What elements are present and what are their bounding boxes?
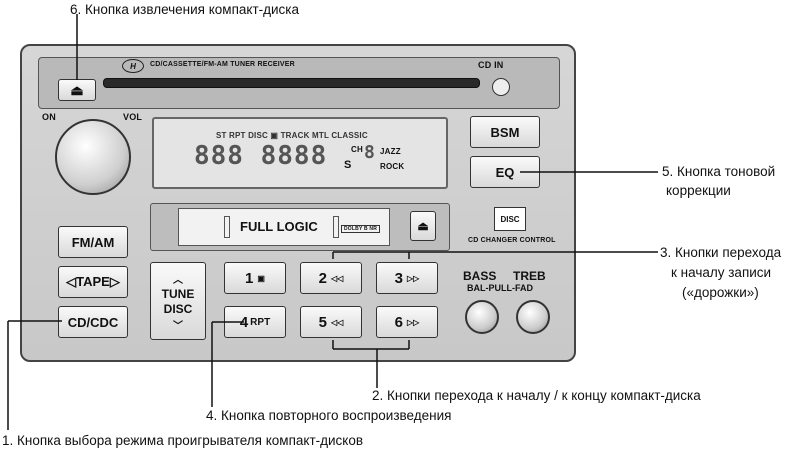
tape-eject-button[interactable]: ⏏ — [410, 211, 436, 241]
dolby-label: DOLBY B NR — [341, 225, 381, 233]
cassette-door — [178, 208, 390, 246]
display-rock: ROCK — [380, 162, 405, 171]
cd-slot[interactable] — [103, 78, 480, 88]
display-jazz: JAZZ — [380, 147, 401, 156]
preset-3-label: 3 — [394, 269, 404, 287]
tune-disc-button[interactable]: ︿ TUNE DISC ﹀ — [150, 262, 206, 340]
disc-label: DISC — [163, 301, 193, 316]
track-forward-icon: ▷▷ — [407, 273, 420, 283]
bass-bal-knob[interactable] — [465, 300, 499, 334]
callout-track-line1: 3. Кнопки перехода — [660, 245, 782, 260]
disc-logo: DISC — [494, 207, 526, 231]
bal-fad-label: BAL-PULL-FAD — [467, 283, 533, 293]
display-ch: CH — [351, 145, 363, 154]
treb-label: TREB — [513, 269, 546, 283]
preset-6-label: 6 — [394, 313, 404, 331]
rewind-icon: ◁◁ — [331, 317, 344, 327]
cd-indicator-icon — [492, 78, 510, 96]
full-logic-label: FULL LOGIC — [240, 219, 318, 234]
tape-led-left — [224, 216, 230, 238]
cd-eject-button[interactable]: ⏏ — [58, 79, 96, 101]
callout-disc-skip: 2. Кнопки перехода к началу / к концу ко… — [372, 388, 701, 403]
model-label: CD/CASSETTE/FM-AM TUNER RECEIVER — [150, 61, 295, 68]
on-label: ON — [42, 112, 56, 122]
preset-3-button[interactable]: 3 ▷▷ — [376, 262, 438, 294]
chevron-up-icon: ︿ — [173, 274, 183, 286]
preset-2-label: 2 — [318, 269, 328, 287]
track-back-icon: ◁◁ — [331, 273, 344, 283]
tune-label: TUNE — [161, 286, 195, 301]
fast-forward-icon: ▷▷ — [407, 317, 420, 327]
volume-knob[interactable] — [55, 119, 131, 195]
preset-1-button[interactable]: 1 ▣ — [224, 262, 286, 294]
treb-fad-knob[interactable] — [516, 300, 550, 334]
cd-in-label: CD IN — [478, 60, 504, 70]
callout-eject: 6. Кнопка извлечения компакт-диска — [70, 2, 300, 17]
lcd-display — [152, 117, 448, 189]
callout-repeat: 4. Кнопка повторного воспроизведения — [206, 408, 452, 423]
preset-1-label: 1 — [245, 269, 254, 287]
cd-changer-label: CD CHANGER CONTROL — [468, 237, 556, 244]
preset-5-label: 5 — [318, 313, 328, 331]
tape-button[interactable]: ◁TAPE▷ — [58, 266, 128, 298]
callout-eq-line1: 5. Кнопка тоновой — [662, 164, 776, 179]
pause-icon: ▣ — [257, 273, 265, 283]
display-ch-digit: 8 — [364, 142, 376, 163]
brand-logo: H — [122, 59, 144, 73]
callout-eq-line2: коррекции — [666, 183, 731, 198]
fm-am-button[interactable]: FM/AM — [58, 226, 128, 258]
preset-2-button[interactable]: 2 ◁◁ — [300, 262, 362, 294]
callout-cd-mode: 1. Кнопка выбора режима проигрывателя ко… — [2, 433, 364, 448]
display-segments: 888 8888 — [194, 141, 328, 171]
callout-track-line2: к началу записи — [671, 265, 772, 280]
callout-track-line3: («дорожки») — [682, 285, 759, 300]
vol-label: VOL — [123, 112, 143, 122]
chevron-down-icon: ﹀ — [173, 320, 183, 332]
display-s-mark: S — [344, 159, 352, 171]
bass-label: BASS — [463, 269, 497, 283]
preset-5-button[interactable]: 5 ◁◁ — [300, 306, 362, 338]
display-indicators: ST RPT DISC ▣ TRACK MTL CLASSIC — [216, 131, 368, 140]
cd-cdc-button[interactable]: CD/CDC — [58, 306, 128, 338]
tape-led-right — [333, 216, 339, 238]
preset-6-button[interactable]: 6 ▷▷ — [376, 306, 438, 338]
bsm-button[interactable]: BSM — [470, 116, 540, 148]
rpt-label: RPT — [250, 316, 271, 328]
